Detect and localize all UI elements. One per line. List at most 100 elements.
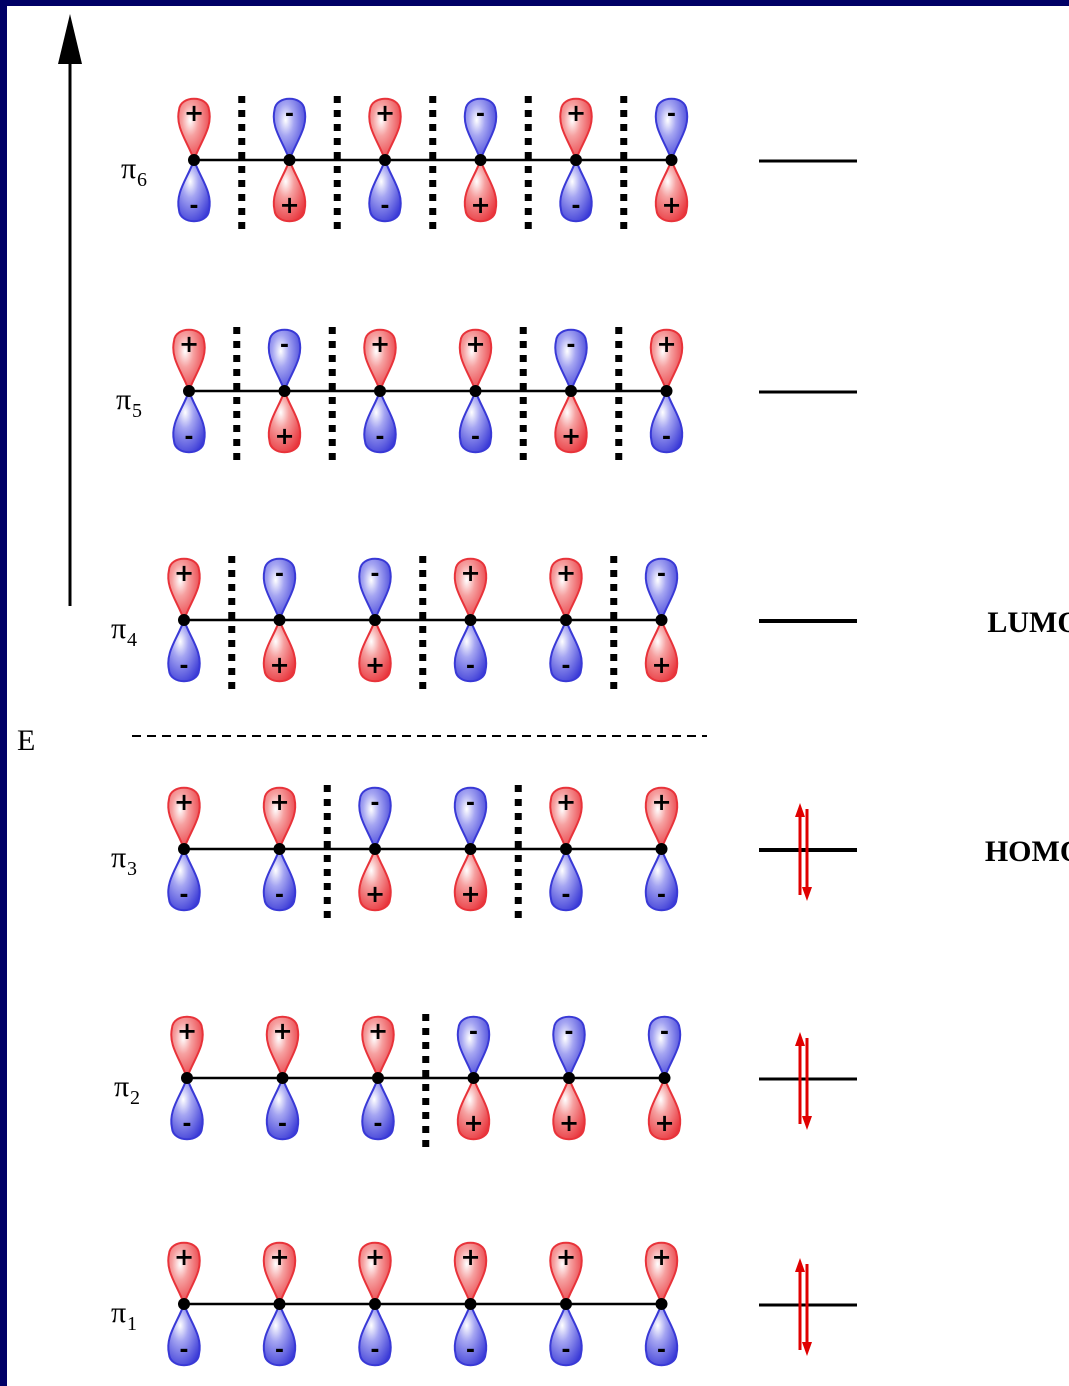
p-orbital-bottom-lobe (649, 387, 684, 454)
orbital-phase-sign: - (275, 1338, 284, 1363)
orbital-phase-sign: + (465, 330, 485, 358)
p-orbital-top-lobe (549, 557, 583, 624)
orbital-phase-sign: + (279, 191, 299, 219)
carbon-atom (278, 385, 291, 397)
p-orbital-bottom-lobe (267, 387, 302, 454)
orbital-phase-sign: - (561, 1338, 570, 1363)
carbon-atom (178, 614, 190, 626)
orbital-label: π (111, 841, 126, 874)
p-orbital-top-lobe (549, 1241, 583, 1308)
orbital-phase-sign: + (470, 191, 490, 219)
carbon-atom (464, 843, 477, 855)
orbital-label-subscript: 3 (127, 858, 137, 880)
orbital-phase-sign: + (556, 788, 576, 816)
p-orbital-top-lobe (358, 1241, 392, 1308)
p-orbital-top-lobe (453, 557, 488, 624)
energy-axis-label: E (17, 724, 35, 757)
p-orbital-bottom-lobe (358, 845, 392, 912)
electron-spin-up-arrow-head (795, 803, 805, 817)
carbon-atom (178, 843, 190, 855)
p-orbital-bottom-lobe (654, 156, 689, 223)
orbital-phase-sign: + (272, 1017, 292, 1045)
carbon-atom (655, 1298, 668, 1310)
orbital-phase-sign: + (460, 880, 480, 908)
carbon-atom (563, 1072, 575, 1084)
p-orbital-top-lobe (167, 557, 201, 624)
orbital-phase-sign: - (564, 1020, 573, 1045)
orbital-phase-sign: + (656, 330, 676, 358)
orbital-phase-sign: - (179, 654, 188, 679)
electron-spin-up-arrow-head (795, 1032, 805, 1046)
p-orbital-bottom-lobe (262, 1300, 297, 1367)
p-orbital-bottom-lobe (456, 1074, 491, 1141)
carbon-atom (181, 1072, 193, 1084)
orbital-phase-sign: + (174, 788, 194, 816)
p-orbital-top-lobe (456, 1015, 491, 1082)
orbital-phase-sign: - (380, 194, 389, 219)
carbon-atom (660, 385, 673, 397)
p-orbital-bottom-lobe (167, 845, 201, 912)
orbital-phase-sign: - (660, 1020, 669, 1045)
carbon-atom (369, 614, 381, 626)
frontier-orbital-tag: LUMO (987, 606, 1069, 639)
p-orbital-top-lobe (361, 1015, 395, 1082)
carbon-atom (560, 843, 572, 855)
orbital-phase-sign: + (559, 1109, 579, 1137)
p-orbital-bottom-lobe (358, 616, 392, 683)
p-orbital-bottom-lobe (644, 1300, 679, 1367)
p-orbital-bottom-lobe (265, 1074, 300, 1141)
carbon-atom (665, 154, 678, 166)
p-orbital-top-lobe (453, 786, 488, 853)
p-orbital-bottom-lobe (368, 156, 402, 223)
p-orbital-bottom-lobe (358, 1300, 392, 1367)
p-orbital-top-lobe (262, 1241, 297, 1308)
carbon-atom (655, 614, 668, 626)
orbital-phase-sign: - (466, 654, 475, 679)
orbital-phase-sign: + (370, 330, 390, 358)
orbital-phase-sign: + (651, 1243, 671, 1271)
p-orbital-top-lobe (552, 1015, 586, 1082)
p-orbital-top-lobe (262, 557, 297, 624)
carbon-atom (369, 1298, 381, 1310)
p-orbital-bottom-lobe (644, 845, 679, 912)
p-orbital-bottom-lobe (453, 616, 488, 683)
orbital-phase-sign: - (471, 425, 480, 450)
p-orbital-bottom-lobe (644, 616, 679, 683)
orbital-phase-sign: + (460, 559, 480, 587)
orbital-phase-sign: - (275, 883, 284, 908)
carbon-atom (658, 1072, 671, 1084)
orbital-phase-sign: - (370, 791, 379, 816)
carbon-atom (560, 1298, 572, 1310)
orbital-phase-sign: + (269, 788, 289, 816)
orbital-phase-sign: - (466, 791, 475, 816)
orbital-phase-sign: + (368, 1017, 388, 1045)
p-orbital-top-lobe (649, 328, 684, 395)
orbital-phase-sign: - (466, 1338, 475, 1363)
orbital-phase-sign: + (556, 559, 576, 587)
frontier-orbital-tag: HOMO (985, 835, 1069, 868)
orbital-phase-sign: + (365, 1243, 385, 1271)
orbital-phase-sign: - (375, 425, 384, 450)
p-orbital-top-lobe (172, 328, 206, 395)
orbital-label: π (111, 612, 126, 645)
carbon-atom (273, 843, 286, 855)
carbon-atom (655, 843, 668, 855)
orbital-phase-sign: + (651, 651, 671, 679)
orbital-phase-sign: + (269, 651, 289, 679)
orbital-phase-sign: + (274, 422, 294, 450)
p-orbital-top-lobe (358, 786, 392, 853)
carbon-atom (188, 154, 200, 166)
orbital-phase-sign: - (469, 1020, 478, 1045)
p-orbital-top-lobe (549, 786, 583, 853)
p-orbital-bottom-lobe (559, 156, 593, 223)
orbital-phase-sign: + (661, 191, 681, 219)
p-orbital-top-lobe (363, 328, 397, 395)
orbital-phase-sign: - (184, 425, 193, 450)
carbon-atom (464, 614, 477, 626)
p-orbital-bottom-lobe (177, 156, 211, 223)
carbon-atom (372, 1072, 384, 1084)
p-orbital-bottom-lobe (170, 1074, 204, 1141)
